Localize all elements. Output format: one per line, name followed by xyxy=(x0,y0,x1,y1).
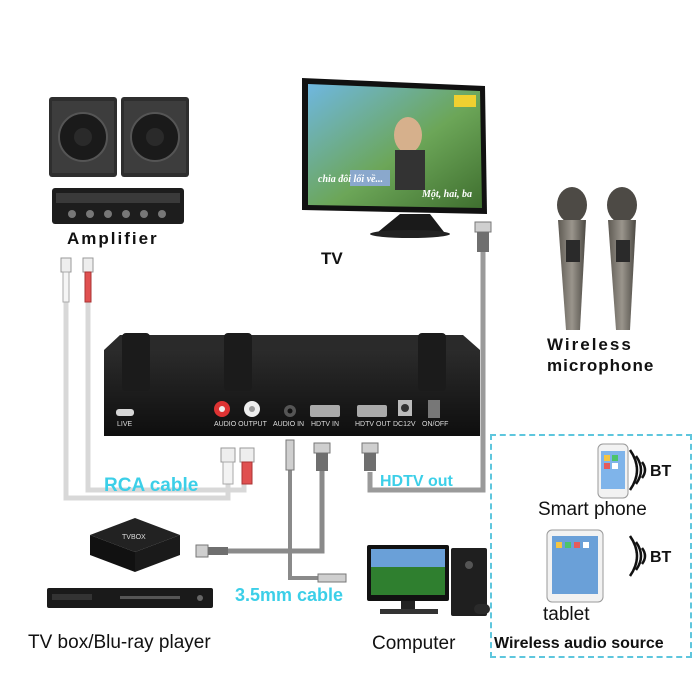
smart-phone-icon xyxy=(597,443,629,499)
tablet-label: tablet xyxy=(543,604,590,625)
power-switch-icon xyxy=(428,400,440,418)
bt-phone-label: BT xyxy=(650,463,672,480)
panel-hdtv-in-label: HDTV IN xyxy=(311,421,339,428)
rca-plug-white-icon xyxy=(60,257,72,303)
hdmi-plug-tvbox-icon xyxy=(195,544,228,558)
blu-ray-player-icon xyxy=(47,588,213,608)
cable-35mm-label: 3.5mm cable xyxy=(235,585,344,605)
wireless-microphone-label-line1: Wireless xyxy=(547,335,633,354)
wireless-audio-source-label: Wireless audio source xyxy=(494,635,664,652)
tv-box-label: TV box/Blu-ray player xyxy=(28,632,211,653)
tv-caption-left: chia đôi lối về... xyxy=(318,174,383,185)
smart-phone-label: Smart phone xyxy=(538,499,647,520)
panel-dc12v-label: DC12V xyxy=(393,421,416,428)
hdmi-cable-tv xyxy=(367,250,486,493)
bluetooth-wave-tablet-icon xyxy=(628,535,647,577)
hdtv-out-label: HDTV out xyxy=(380,473,453,490)
hdmi-plug-out-icon xyxy=(361,442,379,471)
rca-plug-red-icon xyxy=(82,257,94,303)
tv-box-brand: TVBOX xyxy=(122,534,146,541)
antenna-right-icon xyxy=(418,333,446,391)
tv-caption-right: Một, hai, ba xyxy=(421,189,472,200)
antenna-left-icon xyxy=(122,333,150,391)
amplifier-label: Amplifier xyxy=(67,229,159,248)
antenna-middle-icon xyxy=(224,333,252,391)
audio-cable-35mm xyxy=(288,460,345,580)
speaker-right-icon xyxy=(121,97,189,177)
wireless-microphone-label-line2: microphone xyxy=(547,356,655,375)
computer-icon xyxy=(367,545,490,616)
wireless-microphone-right-icon xyxy=(607,187,637,330)
amplifier-icon xyxy=(52,188,184,224)
hdtv-in-port-icon xyxy=(310,405,340,417)
rca-cable-red xyxy=(85,300,247,493)
bluetooth-wave-phone-icon xyxy=(628,449,647,491)
audio-plug-panel-icon xyxy=(285,439,295,471)
panel-audio-output-label: AUDIO OUTPUT xyxy=(214,421,267,428)
tv-label: TV xyxy=(321,249,343,268)
hdmi-plug-tv-icon xyxy=(474,221,492,252)
hdmi-plug-in-icon xyxy=(313,442,331,471)
tv-icon xyxy=(302,78,487,238)
tablet-icon xyxy=(546,529,604,603)
rca-cable-label: RCA cable xyxy=(104,475,199,496)
bt-tablet-label: BT xyxy=(650,549,672,566)
wireless-microphone-left-icon xyxy=(557,187,587,330)
wireless-audio-source-box xyxy=(490,434,692,658)
hdtv-out-port-icon xyxy=(357,405,387,417)
panel-on-off-label: ON/OFF xyxy=(422,421,449,428)
audio-plug-computer-icon xyxy=(317,573,347,583)
speaker-left-icon xyxy=(49,97,117,177)
rca-plugs-panel-icon xyxy=(220,447,255,485)
panel-live-label: LIVE xyxy=(117,421,133,428)
panel-audio-in-label: AUDIO IN xyxy=(273,421,305,428)
usb-live-port-icon xyxy=(116,409,134,416)
tv-box-icon xyxy=(90,518,180,572)
panel-hdtv-out-label: HDTV OUT xyxy=(355,421,391,428)
computer-label: Computer xyxy=(372,633,456,654)
karaoke-receiver-device xyxy=(104,333,480,436)
